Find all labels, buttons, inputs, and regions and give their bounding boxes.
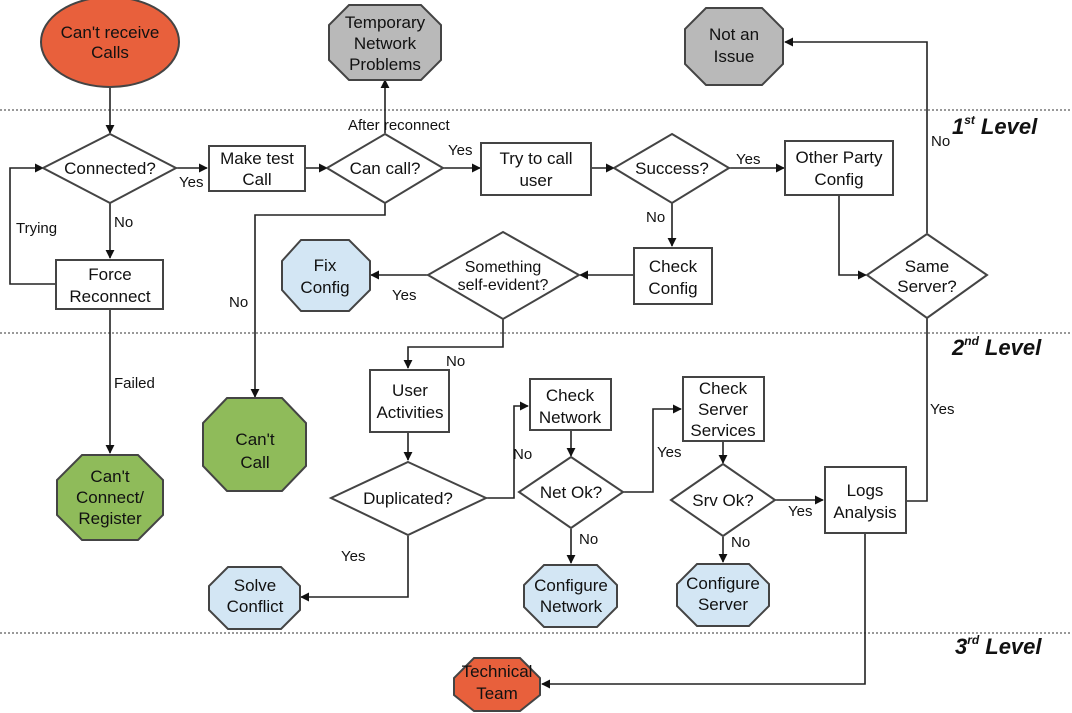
svg-text:Can call?: Can call? [350,159,421,178]
edge-label-yes-success: Yes [736,151,760,168]
edge-label-yes-connected: Yes [179,174,203,191]
edge-label-no-can-call: No [229,294,248,311]
svg-text:Duplicated?: Duplicated? [363,489,453,508]
edge-label-no-success: No [646,209,665,226]
edge-label-yes-srv-ok: Yes [788,503,812,520]
edge-label-no-self-evident: No [446,353,465,370]
edge-label-yes-duplicated: Yes [341,548,365,565]
connectors [9,37,928,689]
edge-label-trying: Trying [16,220,57,237]
edge-label-yes-same-server: Yes [930,401,954,418]
node-can-call: Can call? [325,132,445,205]
svg-text:Srv Ok?: Srv Ok? [692,491,753,510]
svg-text:Success?: Success? [635,159,709,178]
edge-label-yes-self-evident: Yes [392,287,416,304]
edge-label-no-connected: No [114,214,133,231]
edge-label-yes-net-ok: Yes [657,444,681,461]
node-success: Success? [612,132,731,205]
edge-label-after-reconnect: After reconnect [348,117,451,134]
edge-label-no-duplicated: No [513,446,532,463]
node-srv-ok: Srv Ok? [669,462,777,538]
edge-label-failed: Failed [114,375,155,392]
edge-label-no-net-ok: No [579,531,598,548]
node-connected: Connected? [40,132,179,205]
edge-label-yes-can-call: Yes [448,142,472,159]
svg-text:Connected?: Connected? [64,159,156,178]
edge-label-no-srv-ok: No [731,534,750,551]
node-duplicated: Duplicated? [328,460,489,537]
edge-labels: Yes No Trying After reconnect Yes No Yes… [16,117,954,565]
svg-text:Net Ok?: Net Ok? [540,483,602,502]
node-net-ok: Net Ok? [517,455,625,530]
edge-label-no-same-server: No [931,133,950,150]
